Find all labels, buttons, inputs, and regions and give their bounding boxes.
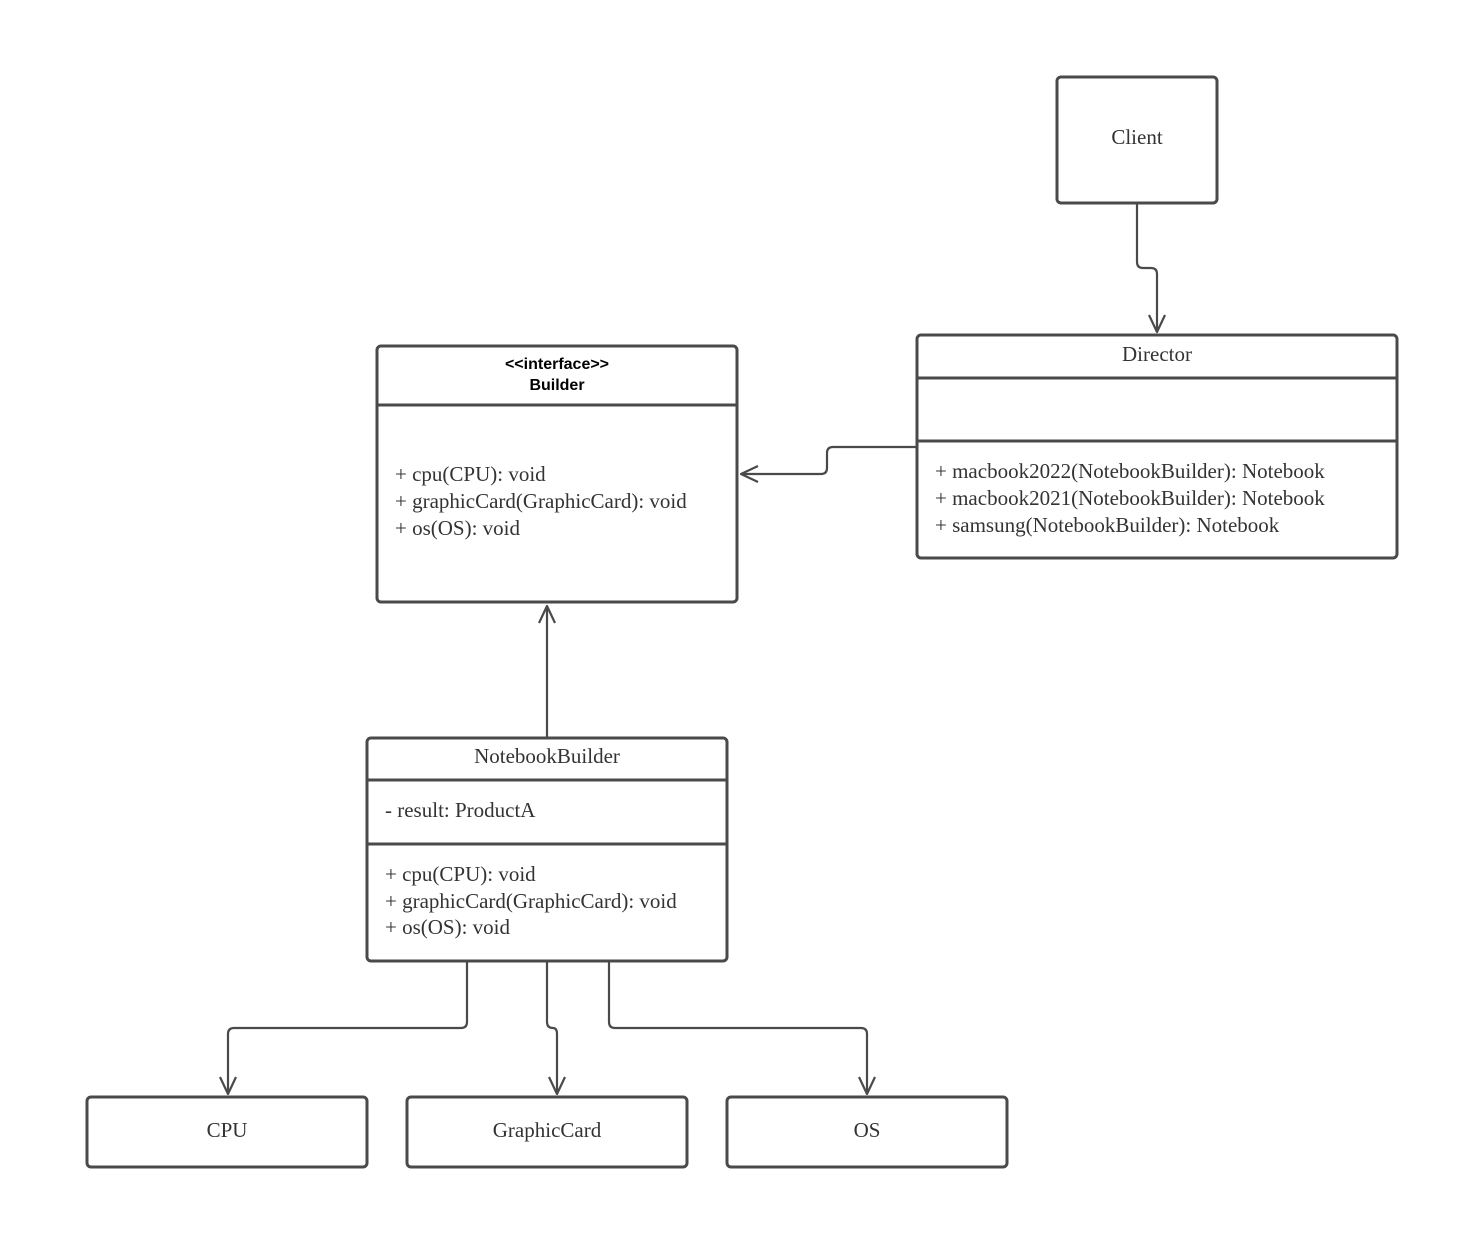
client-class[interactable]: Client <box>1055 75 1219 205</box>
notebookbuilder-method: + graphicCard(GraphicCard): void <box>385 889 677 913</box>
director-name: Director <box>1122 342 1192 366</box>
os-name: OS <box>854 1118 881 1142</box>
builder-box <box>375 344 739 604</box>
cpu-class[interactable]: CPU <box>85 1095 369 1169</box>
notebookbuilder-class[interactable]: NotebookBuilder - result: ProductA + cpu… <box>365 736 729 963</box>
notebookbuilder-to-os-association <box>607 962 876 1096</box>
os-class[interactable]: OS <box>725 1095 1009 1169</box>
builder-method: + os(OS): void <box>395 516 521 540</box>
builder-stereotype: <<interface>> <box>505 356 609 373</box>
graphiccard-class[interactable]: GraphicCard <box>405 1095 689 1169</box>
director-box <box>915 333 1399 560</box>
builder-method: + cpu(CPU): void <box>395 462 546 486</box>
os-box <box>725 1095 1009 1169</box>
cpu-name: CPU <box>207 1118 248 1142</box>
graphiccard-box <box>405 1095 689 1169</box>
director-method: + macbook2021(NotebookBuilder): Notebook <box>935 486 1325 510</box>
director-class[interactable]: Director + macbook2022(NotebookBuilder):… <box>915 333 1399 560</box>
director-to-builder-association <box>739 445 917 483</box>
client-name: Client <box>1111 125 1162 149</box>
builder-name: Builder <box>529 377 584 394</box>
connectors <box>219 204 1166 1096</box>
cpu-box <box>85 1095 369 1169</box>
client-to-director-association <box>1135 204 1166 334</box>
notebookbuilder-method: + os(OS): void <box>385 915 511 939</box>
notebookbuilder-to-graphiccard-association <box>545 962 566 1096</box>
director-method: + samsung(NotebookBuilder): Notebook <box>935 513 1280 537</box>
builder-method: + graphicCard(GraphicCard): void <box>395 489 687 513</box>
notebookbuilder-to-cpu-association <box>219 962 469 1096</box>
notebookbuilder-method: + cpu(CPU): void <box>385 862 536 886</box>
notebookbuilder-box <box>365 736 729 963</box>
director-method: + macbook2022(NotebookBuilder): Notebook <box>935 459 1325 483</box>
notebookbuilder-name: NotebookBuilder <box>474 744 620 768</box>
notebookbuilder-attribute: - result: ProductA <box>385 798 536 822</box>
client-box <box>1055 75 1219 205</box>
builder-interface[interactable]: <<interface>> Builder + cpu(CPU): void +… <box>375 344 739 604</box>
graphiccard-name: GraphicCard <box>493 1118 602 1142</box>
